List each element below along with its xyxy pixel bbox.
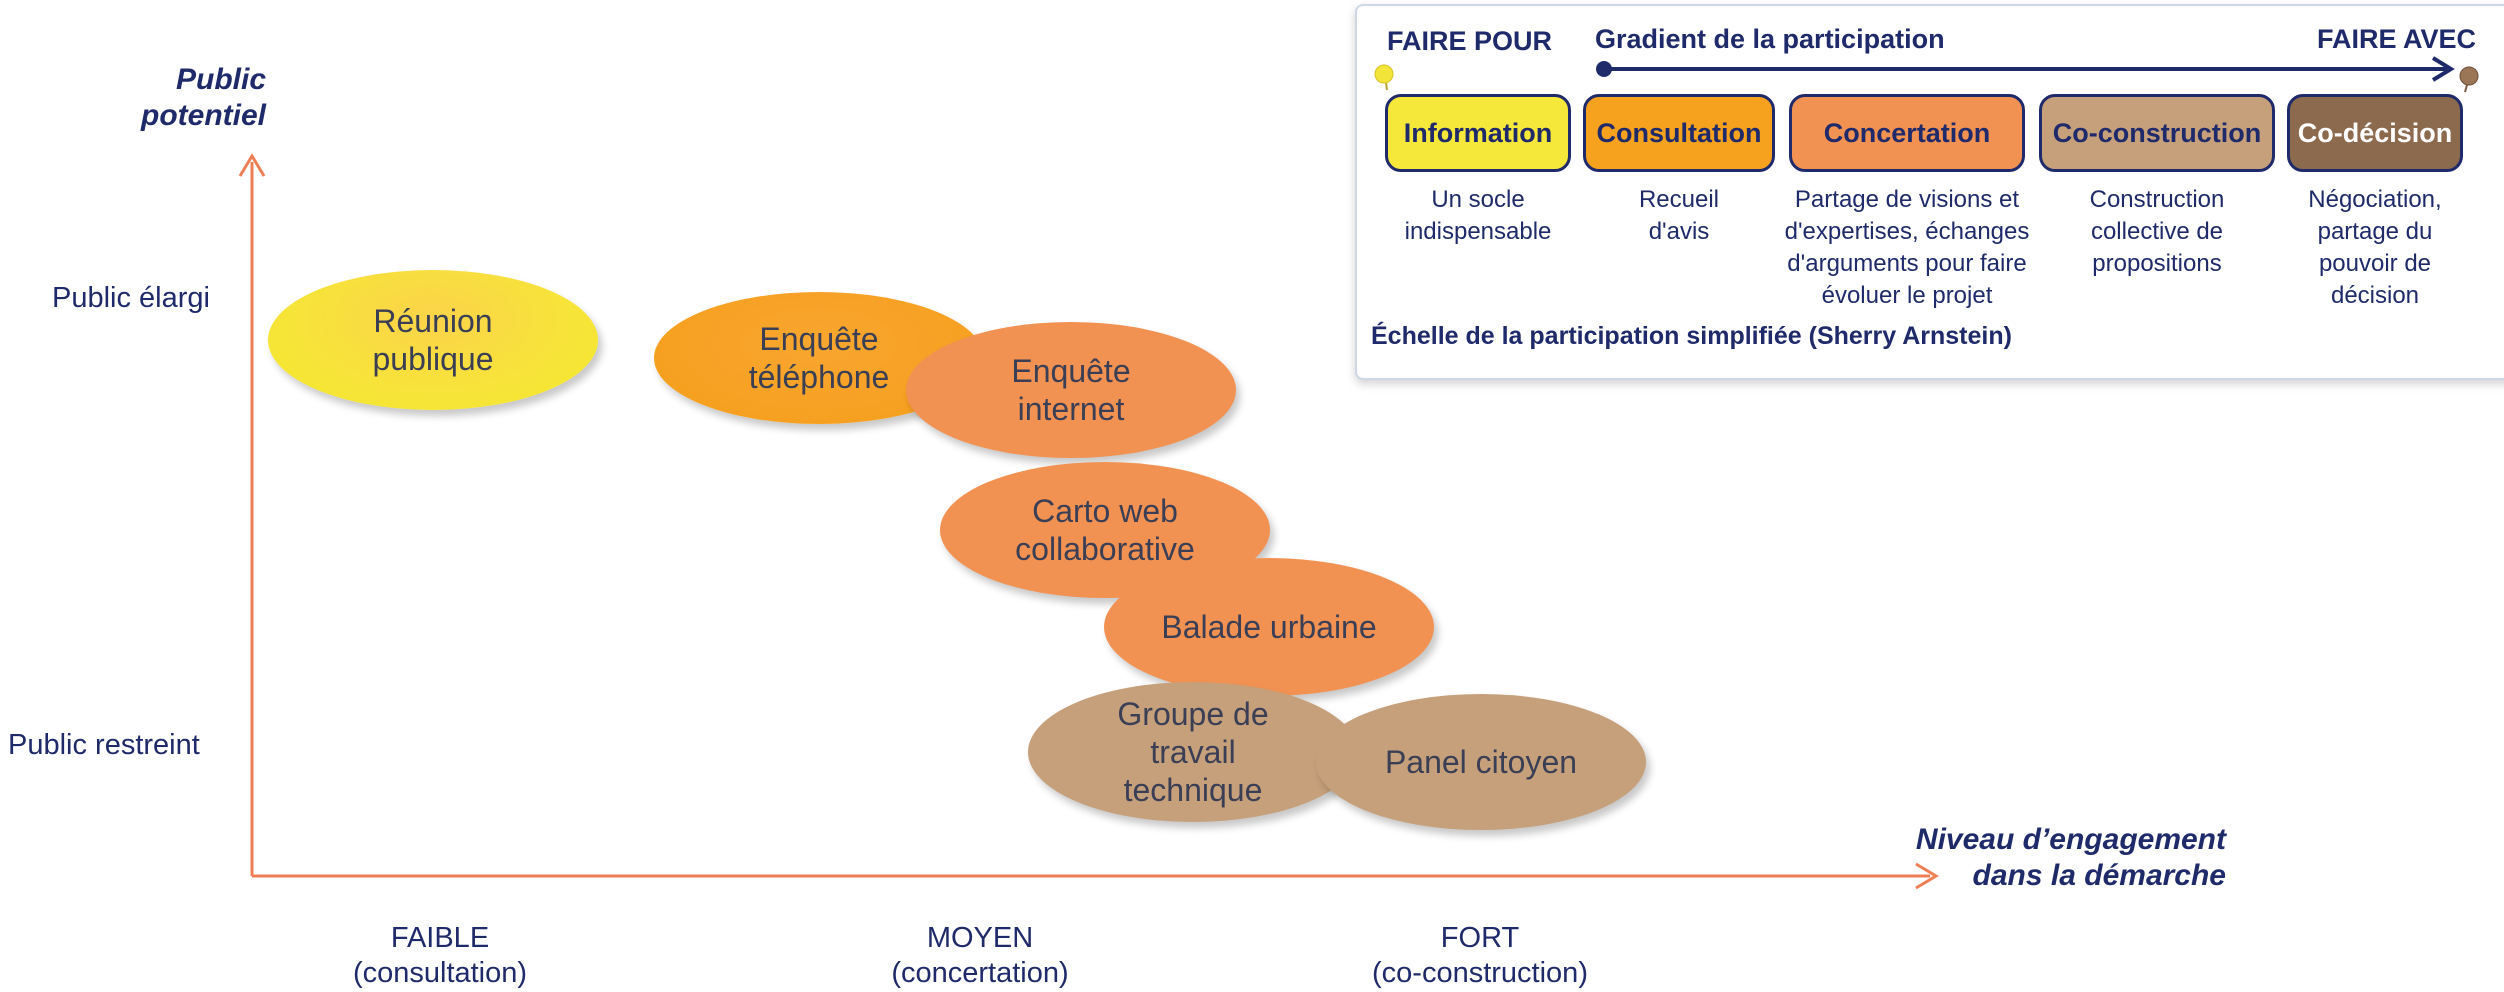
legend-caption: Échelle de la participation simplifiée (…	[1371, 322, 2012, 350]
x-tick-moyen: MOYEN (concertation)	[891, 922, 1069, 989]
level-consultation: Consultation	[1583, 94, 1775, 172]
ellipse-carto-web-collaborative: Carto web collaborative	[940, 462, 1270, 598]
legend-faire-pour: FAIRE POUR	[1387, 26, 1553, 56]
level-information: Information	[1385, 94, 1571, 172]
level-co-construction: Co-construction	[2039, 94, 2275, 172]
legend-faire-avec: FAIRE AVEC	[2317, 24, 2477, 54]
level-co-decision-description: Négociation, partage du pouvoir de décis…	[2308, 186, 2442, 309]
pin-brown-icon	[2459, 66, 2479, 86]
legend-gradient-heading: Gradient de la participation	[1595, 24, 1945, 54]
y-axis-title: Public potentiel	[141, 63, 266, 132]
ellipse-reunion-publique: Réunion publique	[268, 270, 598, 410]
y-axis-arrowhead	[238, 153, 266, 177]
x-tick-faible: FAIBLE (consultation)	[352, 922, 528, 989]
participation-scale-legend: FAIRE POUR Gradient de la participation …	[1355, 4, 2504, 380]
level-concertation-description: Partage de visions et d'expertises, écha…	[1784, 186, 2030, 309]
gradient-arrow-head	[2431, 56, 2455, 82]
ellipse-enquete-internet: Enquête internet	[906, 322, 1236, 458]
level-co-construction-description: Construction collective de propositions	[2089, 186, 2225, 277]
level-information-description: Un socle indispensable	[1404, 186, 1552, 245]
x-axis-arrowhead	[1915, 862, 1939, 890]
level-co-decision: Co-décision	[2287, 94, 2463, 172]
level-concertation: Concertation	[1789, 94, 2025, 172]
level-consultation-description: Recueil d'avis	[1638, 186, 1720, 245]
x-axis-title: Niveau d’engagement dans la démarche	[1915, 823, 2226, 892]
ellipse-balade-urbaine: Balade urbaine	[1104, 558, 1434, 696]
gradient-arrow	[1374, 56, 2479, 93]
y-tick-public-elargi: Public élargi	[52, 282, 210, 314]
pin-yellow-icon	[1374, 64, 1394, 84]
x-tick-fort: FORT (co-construction)	[1372, 922, 1588, 989]
ellipse-panel-citoyen: Panel citoyen	[1316, 694, 1646, 830]
y-tick-public-restreint: Public restreint	[8, 729, 200, 761]
ellipse-groupe-travail-technique: Groupe de travail technique	[1028, 682, 1358, 822]
